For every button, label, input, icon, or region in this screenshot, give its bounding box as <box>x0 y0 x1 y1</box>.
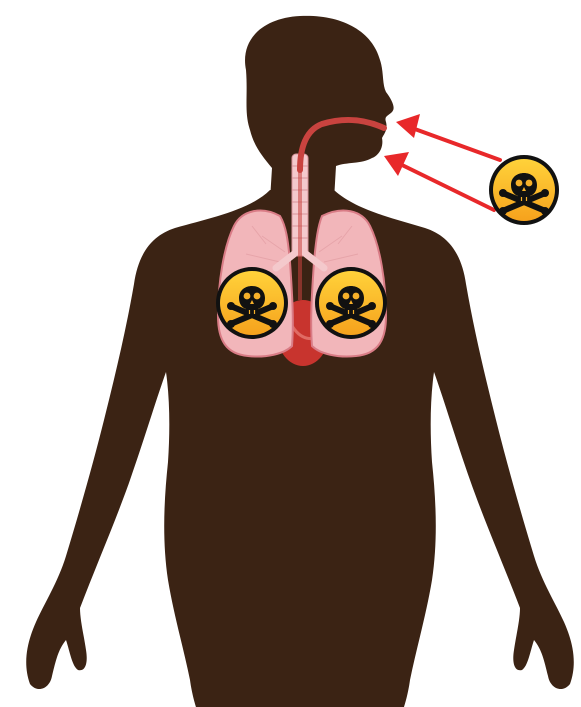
arrow-icon <box>396 114 500 160</box>
left-lung-hazard-badge <box>216 267 288 339</box>
right-lung-hazard-badge <box>315 267 387 339</box>
pollutant-source-badge <box>489 155 559 225</box>
arrow-icon <box>384 152 494 210</box>
inhalation-arrows <box>384 114 500 210</box>
